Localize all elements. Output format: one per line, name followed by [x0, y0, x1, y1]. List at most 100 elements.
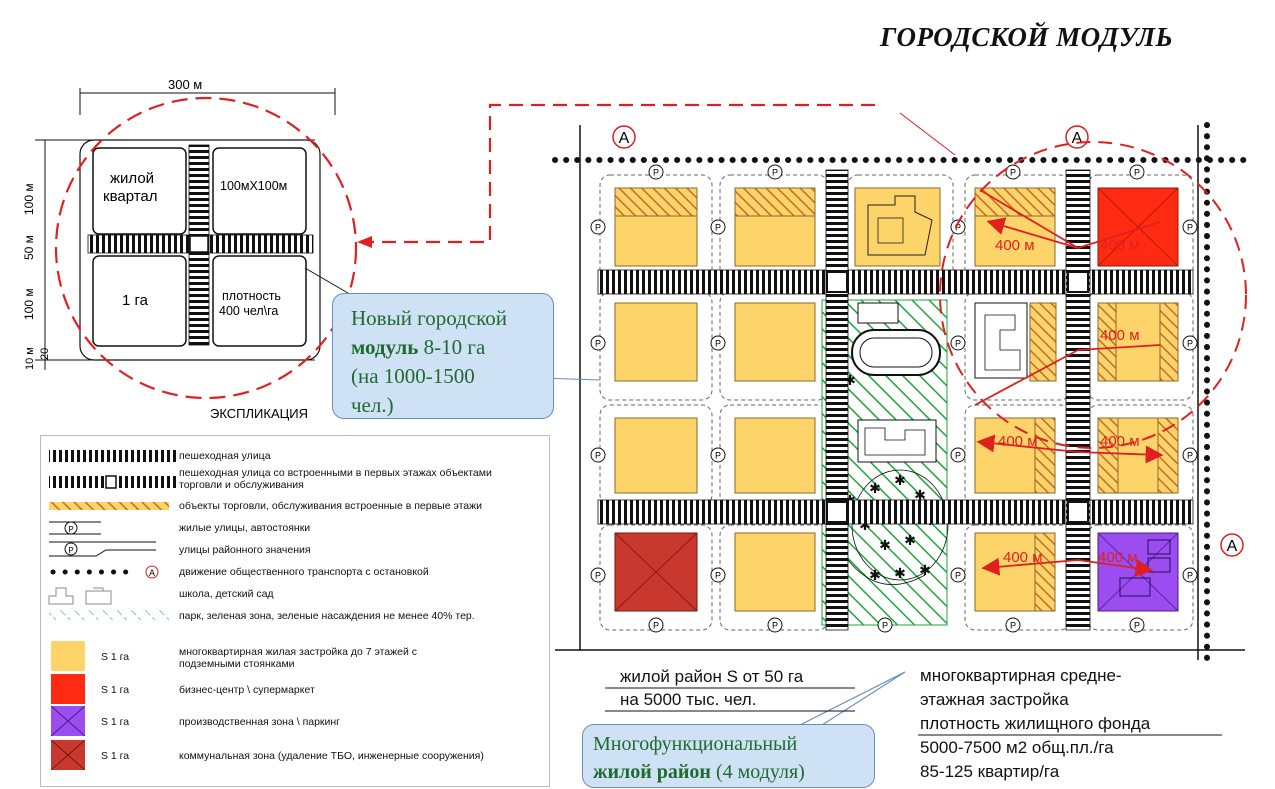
parking-marker	[950, 447, 966, 463]
parking-marker-label: P	[595, 571, 601, 581]
legend-item-11: производственная зона \ паркинг	[179, 716, 341, 728]
svg-text:P: P	[68, 525, 73, 534]
parking-marker-label: P	[715, 571, 721, 581]
legend-item-5: улицы районного значения	[179, 544, 311, 556]
scheme-link-line	[360, 103, 880, 244]
legend-item-9: многоквартирная жилая застройка до 7 эта…	[179, 646, 418, 670]
distance-label-3: 400 м	[1100, 327, 1140, 344]
legend-item-1: пешеходная улица	[179, 450, 271, 462]
svg-text:✱: ✱	[914, 487, 926, 503]
walking-radius-circle	[939, 141, 1247, 449]
scheme-block-bl: 1 га	[122, 292, 149, 309]
parking-marker	[767, 164, 783, 180]
building-cluster	[974, 302, 1028, 379]
density-value: 5000-7500 м2 общ.пл./га	[920, 738, 1114, 757]
parking-marker-label: P	[1010, 621, 1016, 631]
parking-marker-label: P	[595, 451, 601, 461]
stop-label-3: A	[1227, 538, 1238, 555]
parking-marker-label: P	[1187, 451, 1193, 461]
parking-marker-label: P	[595, 223, 601, 233]
legend-symbol-ped-street	[49, 450, 179, 462]
parking-marker	[1182, 219, 1198, 235]
pedestrian-streets	[597, 169, 1194, 631]
svg-text:✱: ✱	[894, 472, 906, 488]
communal-zone-block	[614, 532, 698, 612]
page-title: ГОРОДСКОЙ МОДУЛЬ	[880, 22, 1174, 52]
legend-item-12: коммунальная зона (удаление ТБО, инженер…	[179, 750, 484, 762]
legend: P P A пешеходная улица пешеходная улица …	[40, 435, 550, 787]
parking-marker	[1129, 164, 1145, 180]
scheme-block-tl-line2: квартал	[103, 188, 158, 205]
parking-marker-label: P	[1187, 339, 1193, 349]
legend-item-6: движение общественного транспорта с оста…	[179, 566, 429, 578]
scheme-dim-left-2: 50 м	[22, 235, 36, 260]
plan-leader-line	[899, 112, 956, 156]
legend-symbol-residential-street	[49, 521, 101, 535]
legend-area-3: S 1 га	[101, 716, 130, 728]
legend-item-2: пешеходная улица со встроенными в первых…	[179, 467, 492, 491]
scheme-link-arrow	[357, 236, 372, 248]
svg-text:A: A	[149, 568, 155, 578]
parking-marker-label: P	[955, 339, 961, 349]
parking-marker-label: P	[772, 621, 778, 631]
school-block	[854, 187, 941, 267]
parking-marker-label: P	[653, 168, 659, 178]
svg-text:✱: ✱	[859, 517, 871, 533]
stop-label-1: A	[619, 130, 630, 147]
parking-marker	[767, 617, 783, 633]
apartments-value: 85-125 квартир/га	[920, 762, 1060, 781]
parking-marker	[710, 219, 726, 235]
distance-label-5: 400 м	[1100, 433, 1140, 450]
parking-marker	[1182, 567, 1198, 583]
distance-label-4: 400 м	[998, 433, 1038, 450]
parking-marker	[950, 567, 966, 583]
legend-symbol-district-street	[49, 541, 156, 557]
legend-symbols: P P A	[48, 450, 179, 620]
svg-text:✱: ✱	[879, 537, 891, 553]
parking-marker-label: P	[595, 339, 601, 349]
legend-area-1: S 1 га	[101, 651, 130, 663]
callout-module-line1: Новый городской	[351, 306, 508, 330]
scheme-caption: ЭКСПЛИКАЦИЯ	[210, 406, 308, 421]
legend-item-8: парк, зеленая зона, зеленые насаждения н…	[179, 610, 475, 622]
parking-marker-label: P	[1187, 571, 1193, 581]
district-plan: ✱✱✱ ✱✱✱ ✱✱✱ ✱✱✱ PPPPPPPPPPPPPPPPPPPPPPPP…	[552, 122, 1248, 663]
callout-module-line4: чел.)	[351, 393, 394, 417]
distance-label-7: 400 м	[1098, 549, 1138, 566]
svg-text:✱: ✱	[869, 567, 881, 583]
parking-marker-label: P	[955, 223, 961, 233]
district-area-text: жилой район S от 50 га	[620, 667, 804, 686]
svg-text:✱: ✱	[869, 480, 881, 496]
legend-swatch-business	[51, 674, 85, 704]
scheme-dim-top: 300 м	[168, 77, 202, 92]
scheme-dim-left-5: 10 м	[24, 347, 36, 370]
parking-marker	[648, 164, 664, 180]
legend-item-3: объекты торговли, обслуживания встроенны…	[179, 500, 483, 512]
svg-text:✱: ✱	[904, 532, 916, 548]
parking-marker	[1005, 617, 1021, 633]
distance-labels: 400 м 400 м 400 м 400 м 400 м 400 м 400 …	[995, 237, 1140, 566]
scheme-block-br-line1: плотность	[222, 289, 281, 303]
distance-label-2: 400 м	[1100, 237, 1140, 254]
parking-marker	[710, 335, 726, 351]
legend-swatch-industrial	[51, 706, 85, 736]
svg-text:✱: ✱	[844, 372, 856, 388]
callout-module-bold: модуль	[351, 335, 419, 359]
building-type-line1: многоквартирная средне-	[920, 666, 1122, 685]
transit-stop-labels: A A A	[612, 125, 1244, 557]
parking-marker	[710, 447, 726, 463]
distance-arrows	[974, 189, 1164, 577]
legend-symbol-park	[49, 608, 169, 620]
callout-module-area: 8-10 га	[418, 335, 486, 359]
district-population-text: на 5000 тыс. чел.	[620, 690, 757, 709]
business-center-block	[1097, 187, 1179, 267]
scheme-block-tr: 100мХ100м	[220, 179, 287, 193]
scheme-block-tl-line1: жилой	[110, 170, 154, 187]
parking-marker-label: P	[1134, 621, 1140, 631]
parking-marker	[648, 617, 664, 633]
scheme-dim-left-1: 100 м	[22, 183, 36, 215]
svg-text:✱: ✱	[919, 562, 931, 578]
parking-marker-label: P	[1134, 168, 1140, 178]
module-scheme: 300 м 100 м 50 м 100 м 20 10 м жилой ква…	[22, 77, 358, 421]
